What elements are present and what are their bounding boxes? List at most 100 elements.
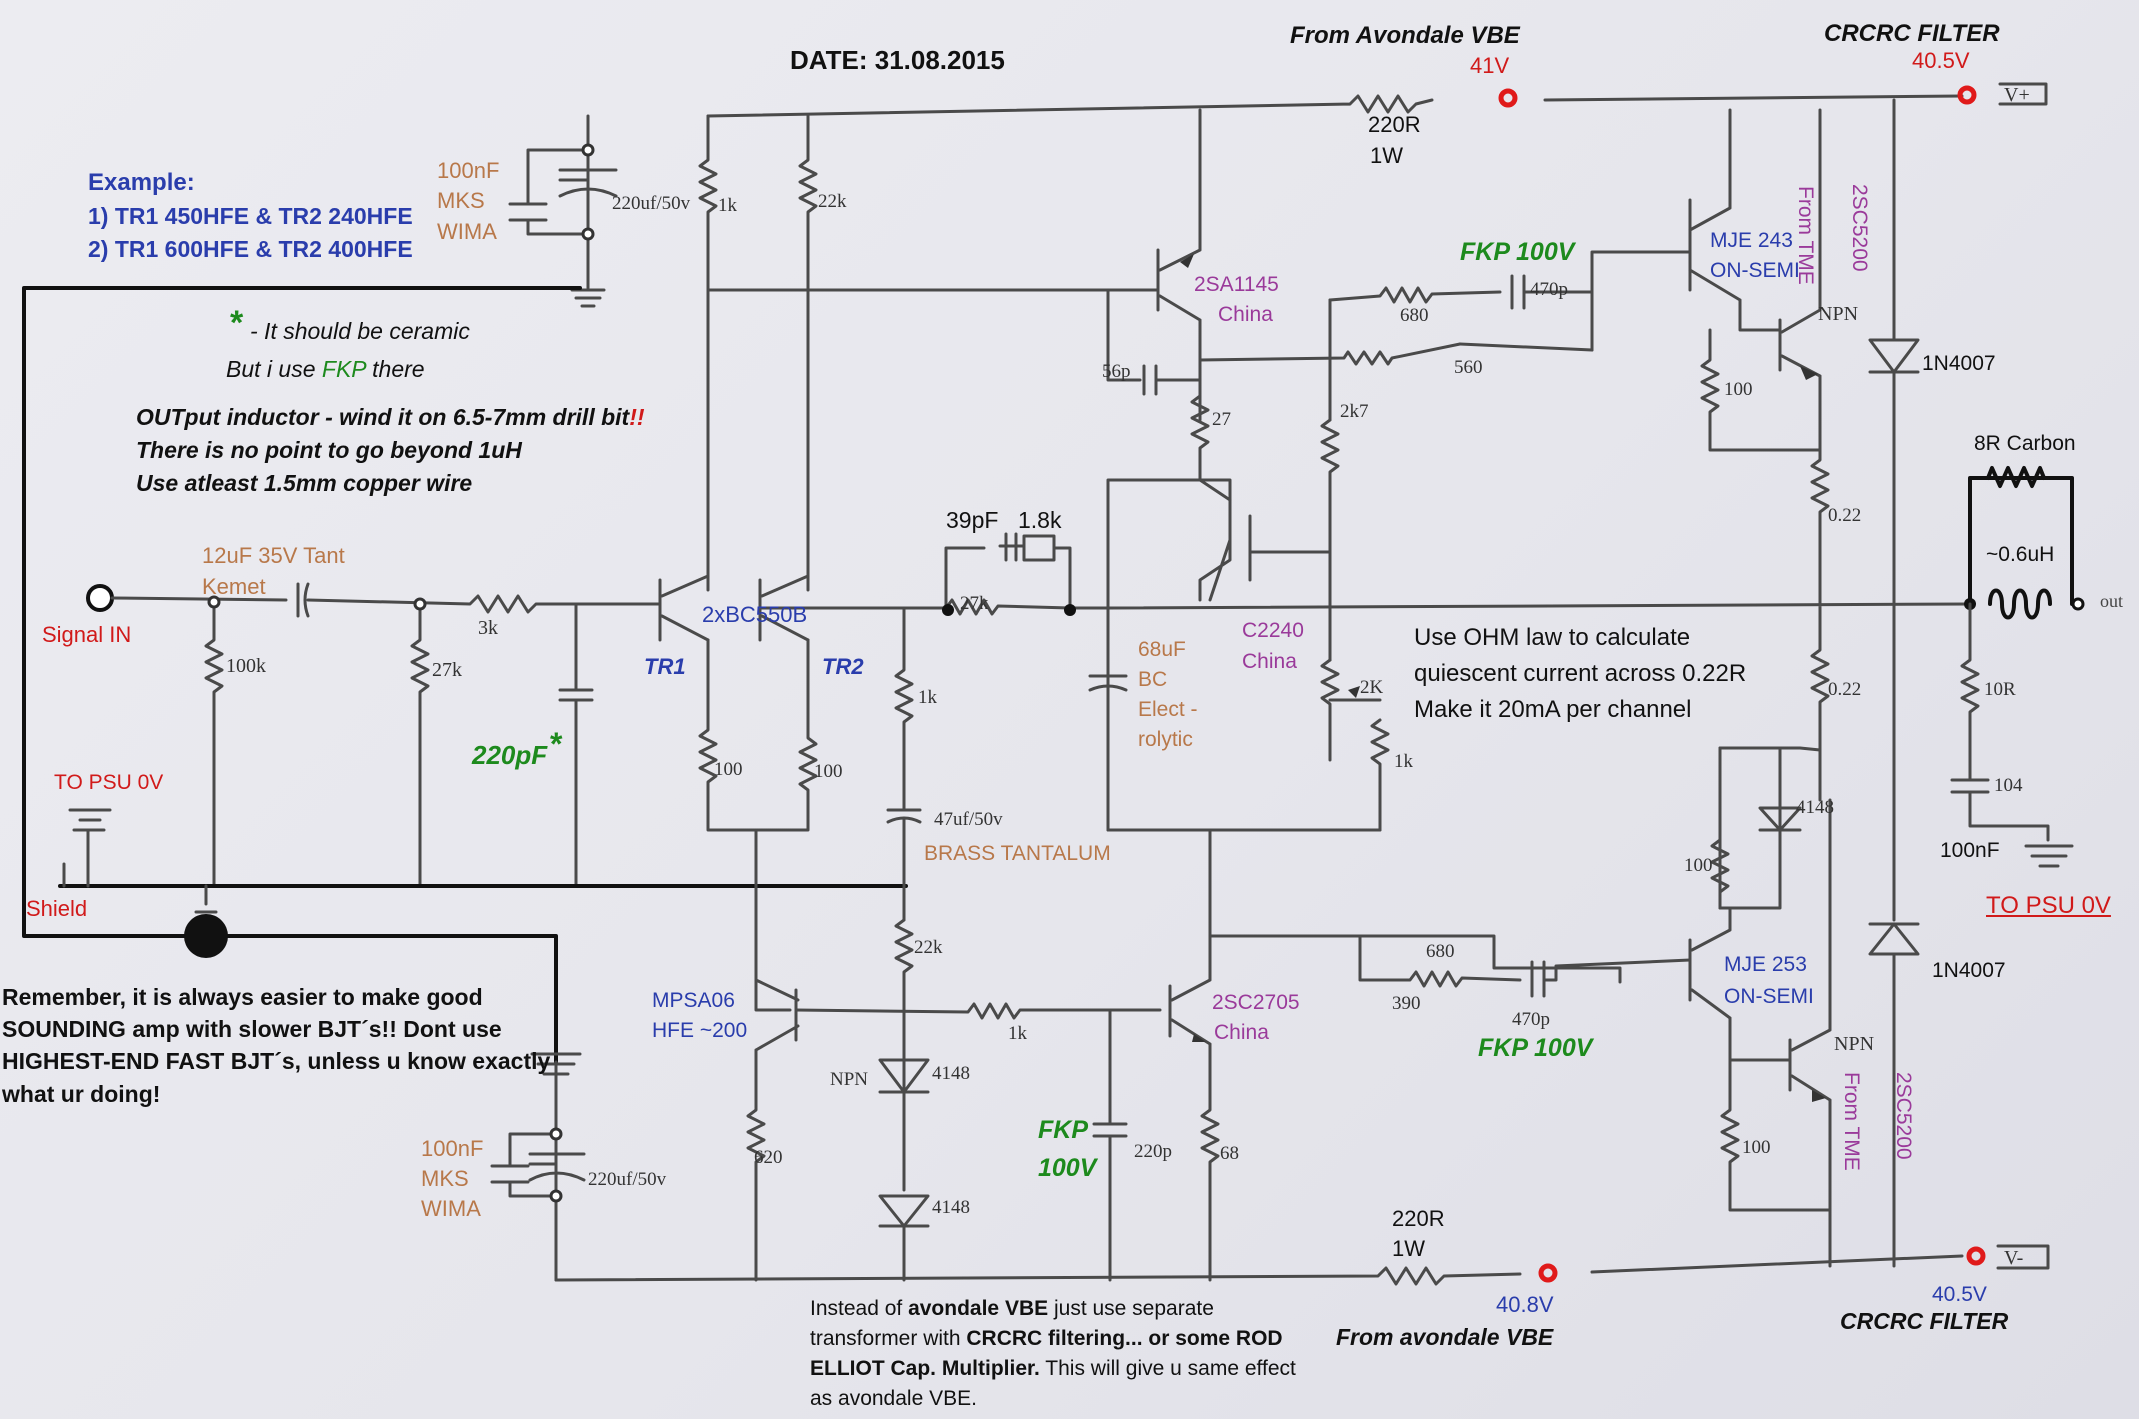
bottom-rail (554, 1266, 1522, 1286)
v408-label: 40.8V (1496, 1292, 1554, 1317)
c68uf-label-2: BC (1138, 668, 1168, 691)
d4148-2-label: 4148 (932, 1197, 970, 1218)
tail-r1k-label: 1k (918, 687, 937, 708)
mpsa06-hfe: HFE ~200 (652, 1019, 748, 1042)
c68uf-label-1: 68uF (1138, 638, 1186, 661)
tr1-r100-label: 100 (714, 759, 743, 780)
r27k-fb-label: 27k (960, 593, 989, 614)
crcrc-bottom-label: CRCRC FILTER (1840, 1308, 2009, 1334)
c56p-label: 56p (1102, 361, 1131, 382)
vplus-terminal (1957, 85, 1977, 105)
2sa1145-label: 2SA1145 (1194, 273, 1279, 296)
sc5200-top-label: 2SC5200 (1848, 184, 1871, 272)
mpsa06-label: MPSA06 (652, 989, 735, 1012)
top-mks-label: MKS (437, 188, 485, 213)
c220pf-label: 220pF (472, 740, 548, 770)
instead-note-1: Instead of avondale VBE just use separat… (810, 1297, 1214, 1320)
signal-in-label: Signal IN (42, 622, 132, 647)
example-2: 2) TR1 600HFE & TR2 400HFE (88, 236, 413, 262)
remember-note-1: Remember, it is always easier to make go… (2, 984, 483, 1010)
date-label: DATE: 31.08.2015 (790, 45, 1005, 75)
r560-label: 560 (1454, 357, 1483, 378)
vminus-terminal (1966, 1246, 1986, 1266)
d1n4007-bot-label: 1N4007 (1932, 959, 2006, 982)
r8-carbon-label: 8R Carbon (1974, 432, 2076, 455)
bc550b-label: 2xBC550B (702, 602, 808, 627)
to-psu-right-label: TO PSU 0V (1986, 892, 2111, 919)
r100-top-label: 100 (1724, 379, 1753, 400)
fkp-bot-label: FKP 100V (1478, 1034, 1593, 1062)
fkp-top-label: FKP 100V (1460, 238, 1575, 266)
example-label: Example: (88, 169, 195, 196)
top-c220uf-label: 220uf/50v (612, 193, 691, 214)
top-wima-label: WIMA (437, 219, 497, 244)
top-rail (706, 94, 1434, 118)
to-psu-left-label: TO PSU 0V (54, 771, 164, 794)
npn-top-label: NPN (1818, 303, 1859, 325)
r390-label: 390 (1392, 993, 1421, 1014)
r680-bot-label: 680 (1426, 941, 1455, 962)
c104-label: 104 (1994, 775, 2023, 796)
inductor-note-2: There is no point to go beyond 1uH (136, 437, 522, 463)
vbe-r1k-label: 1k (1394, 751, 1413, 772)
top-r1k-label: 1k (718, 195, 737, 216)
c2240-origin: China (1242, 650, 1297, 673)
vminus-label: V- (2004, 1247, 2024, 1269)
bottom-c220uf-label: 220uf/50v (588, 1169, 667, 1190)
brass-tantalum-label: BRASS TANTALUM (924, 842, 1111, 865)
r10-label: 10R (1984, 679, 2016, 700)
instead-note-3: ELLIOT Cap. Multiplier. This will give u… (810, 1357, 1296, 1380)
quiescent-note-1: Use OHM law to calculate (1414, 624, 1691, 651)
bottom-wima-label: WIMA (421, 1196, 481, 1221)
r100k-label: 100k (226, 655, 266, 677)
mje253-label: MJE 253 (1724, 953, 1807, 976)
r1-8k-label: 1.8k (1018, 507, 1062, 533)
onsemi-top-label: ON-SEMI (1710, 259, 1800, 282)
v405-bottom-label: 40.5V (1932, 1283, 1987, 1306)
c220p-label: 220p (1134, 1141, 1172, 1162)
tr2-label: TR2 (822, 654, 864, 679)
onsemi-bot-label: ON-SEMI (1724, 985, 1814, 1008)
from-vbe-top-label: From Avondale VBE (1290, 22, 1520, 49)
d1n4007-top-label: 1N4007 (1922, 352, 1996, 375)
2sc2705-origin: China (1214, 1021, 1269, 1044)
bottom-c100nf-label: 100nF (421, 1136, 484, 1161)
npn-bot-label: NPN (1834, 1033, 1875, 1055)
2sc2705-label: 2SC2705 (1212, 991, 1300, 1014)
r680-top-label: 680 (1400, 305, 1429, 326)
v408-terminal (1538, 1263, 1558, 1283)
inductor-note-3: Use atleast 1.5mm copper wire (136, 470, 473, 496)
r2k7-label: 2k7 (1340, 401, 1369, 422)
top-r22k-label: 22k (818, 191, 847, 212)
inductor-label: ~0.6uH (1986, 543, 2055, 566)
inductor-note-1: OUTput inductor - wind it on 6.5-7mm dri… (136, 404, 645, 430)
crcrc-top-label: CRCRC FILTER (1824, 20, 2000, 47)
top-c100nf-label: 100nF (437, 158, 500, 183)
example-1: 1) TR1 450HFE & TR2 240HFE (88, 203, 413, 229)
2sa1145-origin: China (1218, 303, 1273, 326)
w1-top-label: 1W (1370, 143, 1403, 168)
mje243-label: MJE 243 (1710, 229, 1793, 252)
tr1-label: TR1 (644, 654, 686, 679)
d4148-out-label: 4148 (1796, 797, 1834, 818)
remember-note-4: what ur doing! (2, 1081, 161, 1107)
ceramic-star: * (230, 304, 244, 342)
c2240-label: C2240 (1242, 619, 1304, 642)
quiescent-note-3: Make it 20mA per channel (1414, 696, 1692, 723)
c47uf-label: 47uf/50v (934, 809, 1003, 830)
r27k-input-label: 27k (432, 659, 462, 681)
vplus-label: V+ (2004, 84, 2030, 106)
r100-mid-label: 100 (1684, 855, 1713, 876)
signal-in-terminal (86, 584, 114, 612)
tr2-r100-label: 100 (814, 761, 843, 782)
shield-label: Shield (26, 896, 88, 921)
instead-note-2: transformer with CRCRC filtering... or s… (810, 1327, 1283, 1350)
ceramic-note: - It should be ceramic (250, 318, 470, 344)
fkp-vas-label: FKP (1038, 1116, 1088, 1144)
npn-bias-label: NPN (830, 1069, 869, 1090)
c470p-bot-label: 470p (1512, 1009, 1550, 1030)
c68uf-label-3: Elect - (1138, 698, 1198, 721)
r68-label: 68 (1220, 1143, 1239, 1164)
r022-bot-label: 0.22 (1828, 679, 1862, 700)
